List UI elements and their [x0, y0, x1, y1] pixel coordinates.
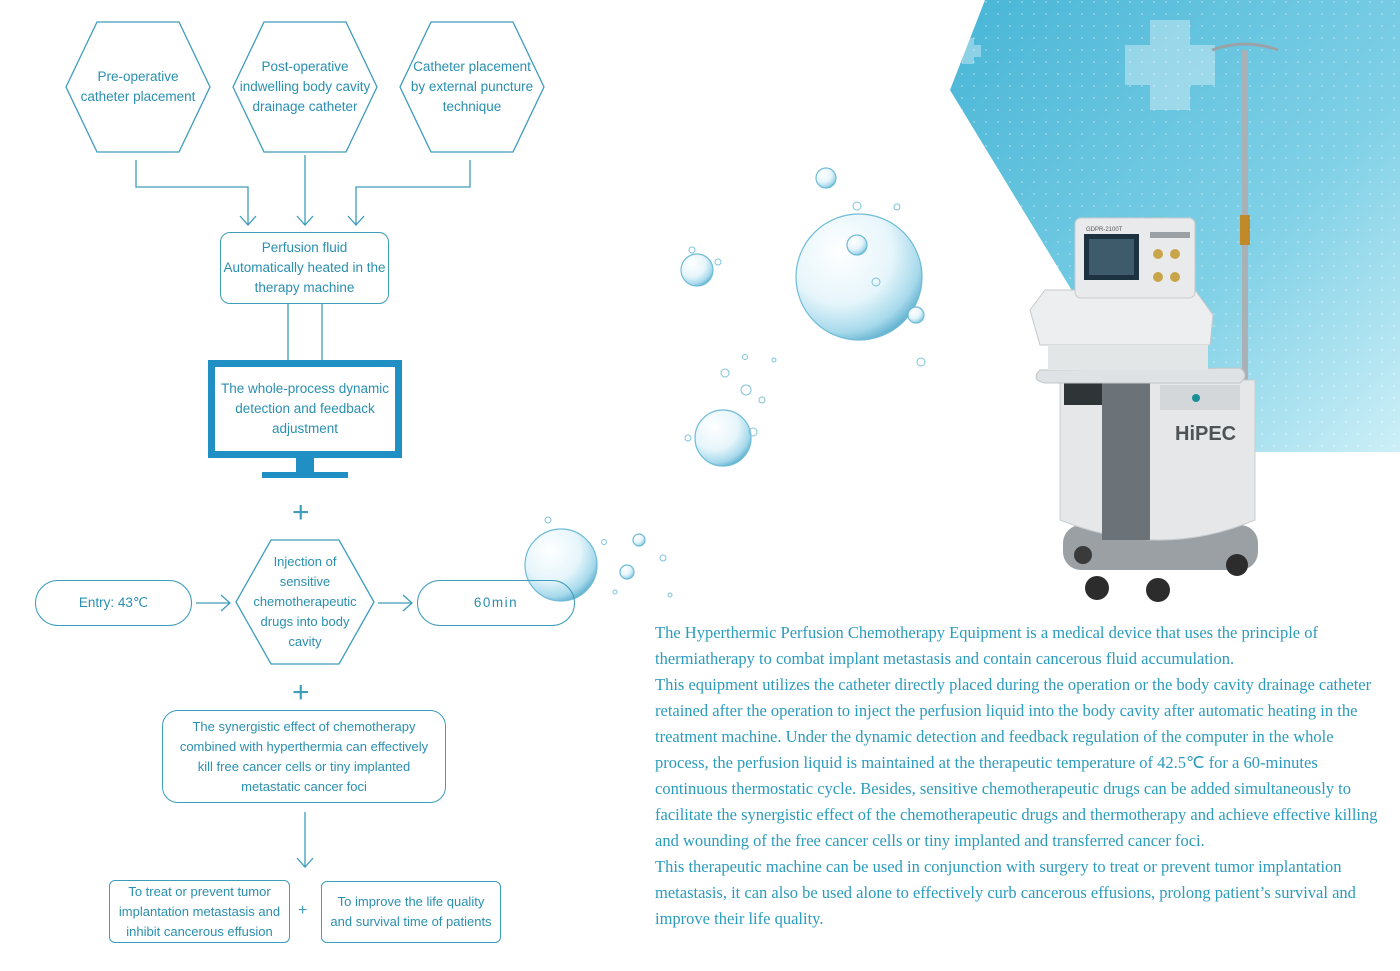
plus-sign-1: + [292, 496, 310, 529]
node-post-operative: Post-operative indwelling body cavity dr… [239, 59, 371, 114]
node-result-treat [109, 880, 290, 943]
node-result-quality-text: To improve the life quality and survival… [330, 894, 492, 929]
node-entry [35, 580, 192, 626]
node-synergy-text: The synergistic effect of chemotherapy c… [179, 718, 429, 794]
node-perfusion-text: Perfusion fluid Automatically heated in … [223, 240, 386, 295]
node-monitor-text: The whole-process dynamic detection and … [220, 381, 390, 436]
node-duration [417, 580, 575, 626]
node-injection: Injection of sensitive chemotherapeutic … [253, 554, 357, 649]
node-pre-operative: Pre-operative catheter placement [80, 69, 196, 104]
description-paragraph-2: This equipment utilizes the catheter dir… [655, 675, 1378, 850]
description-paragraph-1: The Hyperthermic Perfusion Chemotherapy … [655, 623, 1319, 668]
description-paragraph-3: This therapeutic machine can be used in … [655, 857, 1356, 928]
node-synergy [162, 710, 446, 803]
plus-sign-3: + [298, 902, 308, 919]
node-result-treat-text: To treat or prevent tumor implantation m… [118, 883, 281, 939]
node-entry-text: Entry: 43℃ [78, 595, 149, 610]
node-result-quality [321, 881, 501, 943]
node-duration-text: 60min [473, 595, 519, 610]
device-model: GDPR-2100T [1086, 227, 1123, 233]
plus-sign-2: + [292, 676, 310, 709]
description-text: The Hyperthermic Perfusion Chemotherapy … [655, 620, 1390, 932]
node-perfusion-fluid [220, 232, 389, 304]
device-brand: HiPEC [1175, 423, 1236, 445]
node-external-puncture: Catheter placement by external puncture … [410, 59, 534, 114]
